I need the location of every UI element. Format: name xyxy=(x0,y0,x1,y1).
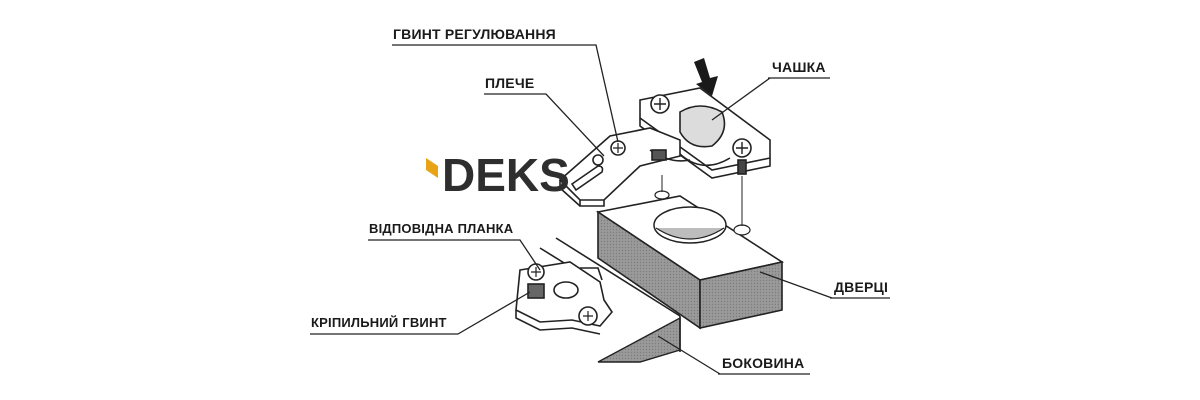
alignment-guides xyxy=(661,175,743,226)
label-adjust-screw: ГВИНТ РЕГУЛЮВАННЯ xyxy=(393,26,556,42)
label-side-panel: БОКОВИНА xyxy=(722,355,805,371)
label-cup: ЧАШКА xyxy=(772,59,826,75)
label-fixing-screw: КРІПИЛЬНИЙ ГВИНТ xyxy=(311,315,447,330)
deks-logo: DEKS xyxy=(424,150,570,200)
logo-text: DEKS xyxy=(442,149,570,201)
logo-accent-icon xyxy=(426,158,438,178)
hinge-assembly xyxy=(558,87,771,207)
label-arm: ПЛЕЧЕ xyxy=(485,75,535,91)
leader-lines xyxy=(310,44,890,375)
label-mounting-plate: ВІДПОВІДНА ПЛАНКА xyxy=(369,221,514,236)
label-door: ДВЕРЦІ xyxy=(834,279,889,295)
push-arrow-icon xyxy=(694,58,718,96)
mounting-plate xyxy=(515,261,614,335)
cup-hole xyxy=(653,190,751,244)
